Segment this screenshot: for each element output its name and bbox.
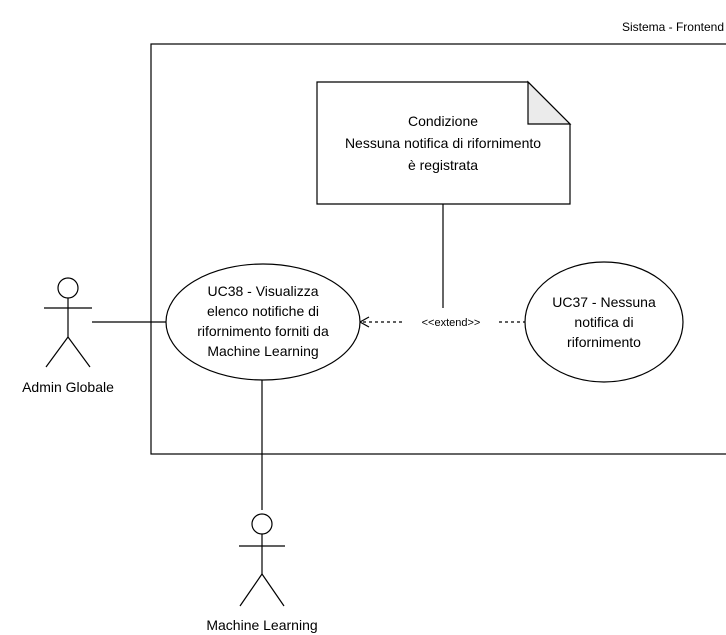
actor-admin: Admin Globale (22, 277, 114, 395)
note-line-2: Nessuna notifica di rifornimento (345, 135, 541, 151)
note-line-1: Condizione (408, 113, 478, 129)
actor-ml-label: Machine Learning (206, 617, 317, 633)
use-case-uc38: UC38 - Visualizza elenco notifiche di ri… (165, 263, 361, 381)
extend-label: <<extend>> (422, 317, 481, 329)
uc37-line-3: rifornimento (567, 334, 641, 350)
note-line-3: è registrata (408, 157, 478, 173)
uc38-line-2: elenco notifiche di (207, 303, 319, 319)
uc38-line-3: rifornimento forniti da (197, 323, 329, 339)
uc37-line-2: notifica di (574, 314, 633, 330)
extend-relation: <<extend>> (358, 316, 525, 329)
actor-ml: Machine Learning (206, 513, 318, 633)
system-label: Sistema - Frontend (622, 20, 724, 34)
stick-figure-icon (44, 277, 92, 368)
stick-figure-icon (239, 513, 285, 607)
use-case-uc37: UC37 - Nessuna notifica di rifornimento (524, 261, 684, 383)
condition-note: Condizione Nessuna notifica di rifornime… (316, 80, 572, 205)
actor-admin-label: Admin Globale (22, 379, 114, 395)
uc38-line-4: Machine Learning (207, 343, 318, 359)
uc37-line-1: UC37 - Nessuna (552, 294, 656, 310)
system-boundary: Sistema - Frontend (150, 20, 726, 455)
uc38-line-1: UC38 - Visualizza (207, 283, 318, 299)
